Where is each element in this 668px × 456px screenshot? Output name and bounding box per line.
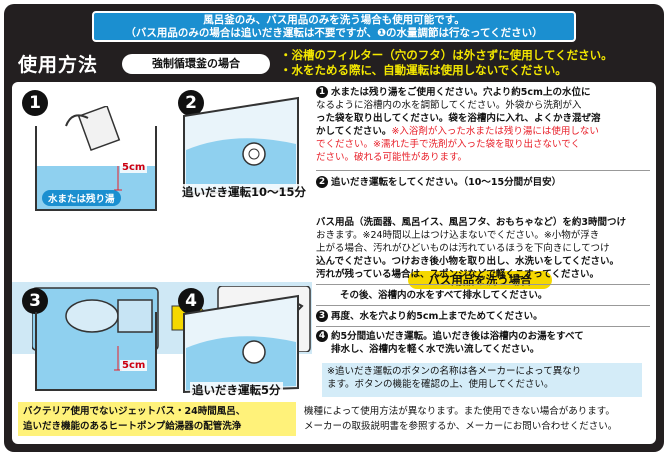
step-3-depth: 5cm [120, 360, 148, 371]
usage-title: 使用方法 [18, 54, 99, 76]
drain-instruction: その後、浴槽内の水をすべて排水してください。 [340, 290, 548, 301]
mode-badge: 強制循環釜の場合 [122, 54, 270, 74]
step-2-caption: 追いだき運転10〜15分 [180, 184, 309, 200]
step-4-caption: 追いだき運転5分 [190, 382, 283, 398]
step-4-badge: 4 [178, 288, 204, 314]
top-banner: 風呂釜のみ、バス用品のみを洗う場合も使用可能です。 （バス用品のみの場合は追いだ… [92, 11, 576, 42]
banner-line-2: （バス用品のみの場合は追いだき運転は不要ですが、❶の水量調節は行なってください） [125, 27, 543, 39]
divider [316, 284, 650, 285]
step-1-badge: 1 [22, 90, 48, 116]
divider [316, 170, 650, 171]
button-name-note: ※追いだき運転のボタンの名称は各メーカーによって異なり ます。ボタンの機能を確認… [322, 363, 642, 397]
step-3-badge: 3 [22, 288, 48, 314]
bullet-1-icon: 1 [316, 86, 328, 98]
step-3-illustration [35, 312, 157, 391]
step-1-water-label: 水または残り湯 [42, 190, 121, 206]
note-filter: ・浴槽のフィルター（穴のフタ）は外さずに使用してください。 [280, 48, 613, 62]
banner-line-1: 風呂釜のみ、バス用品のみを洗う場合も使用可能です。 [203, 14, 465, 26]
step-1-illustration [35, 106, 157, 211]
divider [316, 305, 650, 306]
manufacturer-note: 機種によって使用方法が異なります。また使用できない場合があります。 メーカーの取… [298, 402, 650, 436]
bath-items-text: バス用品（洗面器、風呂イス、風呂フタ、おもちゃなど）を約3時間つけ おきます。※… [316, 217, 627, 280]
instruction-sheet: 風呂釜のみ、バス用品のみを洗う場合も使用可能です。 （バス用品のみの場合は追いだ… [4, 4, 664, 452]
divider [316, 326, 650, 327]
bullet-3-icon: 3 [316, 310, 328, 322]
step-1-depth: 5cm [120, 162, 148, 173]
step-4-illustration [183, 294, 299, 394]
header-notes: ・浴槽のフィルター（穴のフタ）は外さずに使用してください。 ・水をためる際に、自… [280, 48, 613, 78]
bullet-4-icon: 4 [316, 330, 328, 342]
step-2-badge: 2 [178, 90, 204, 116]
main-panel: 1 5cm 水または残り湯 2 追いだき運転10〜15分 [12, 82, 656, 444]
note-auto: ・水をためる際に、自動運転は使用しないでください。 [280, 63, 567, 77]
bullet-2-icon: 2 [316, 176, 328, 188]
applicable-targets: バクテリア使用でないジェットバス・24時間風呂、 追いだき機能のあるヒートポンプ… [18, 402, 296, 436]
